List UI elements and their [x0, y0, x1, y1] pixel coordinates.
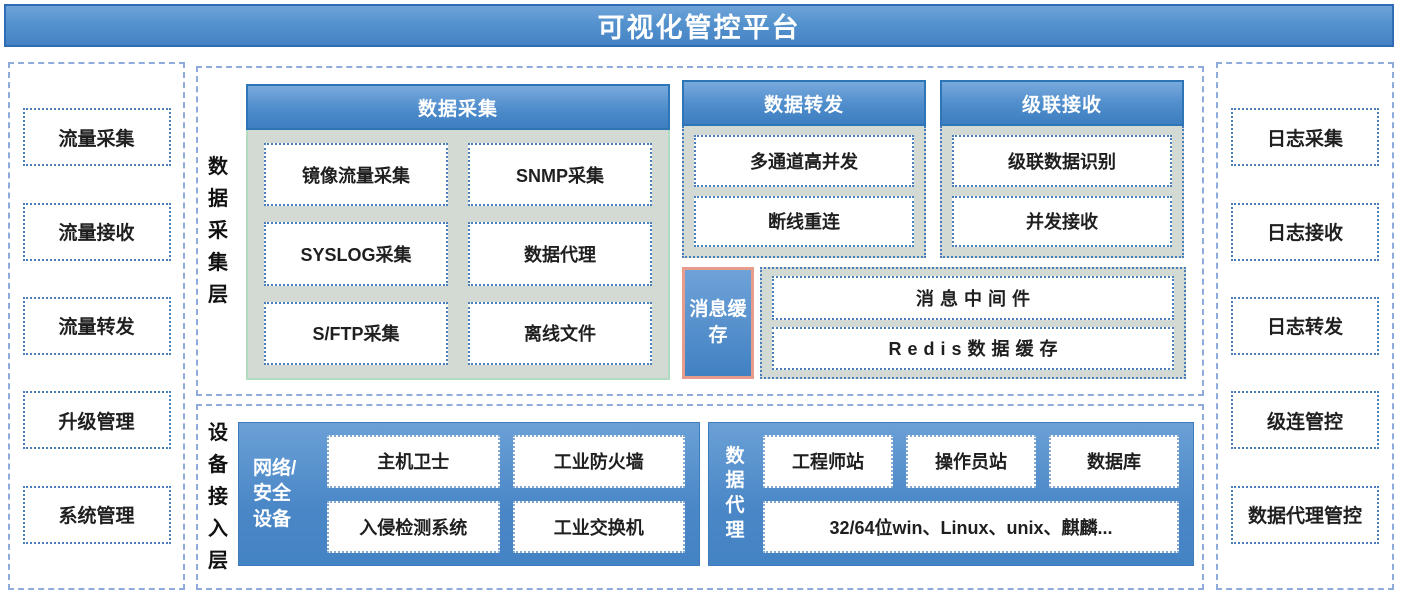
platform-title-banner: 可视化管控平台: [4, 4, 1394, 47]
forward-item-reconnect: 断线重连: [694, 195, 914, 247]
platform-title: 可视化管控平台: [597, 13, 801, 43]
data-agent-label: 数据代理: [725, 445, 745, 541]
collect-item-snmp: SNMP采集: [468, 143, 652, 207]
left-item-traffic-collect: 流量采集: [22, 108, 171, 167]
right-function-column: 日志采集 日志接收 日志转发 级连管控 数据代理管控: [1216, 62, 1394, 590]
device-intrusion-detection: 入侵检测系统: [327, 500, 500, 553]
forward-item-multichannel: 多通道高并发: [694, 135, 914, 187]
cascade-receive-group: 级联接收 级联数据识别 并发接收: [940, 80, 1184, 258]
cascade-receive-header: 级联接收: [940, 80, 1184, 126]
network-security-grid: 主机卫士 工业防火墙 入侵检测系统 工业交换机: [327, 435, 685, 553]
device-host-guard: 主机卫士: [327, 435, 500, 488]
agent-database: 数据库: [1049, 435, 1179, 488]
cache-item-middleware: 消息中间件: [772, 276, 1174, 320]
data-collect-group: 数据采集 镜像流量采集 SNMP采集 SYSLOG采集 数据代理 S/FTP采集…: [246, 84, 670, 380]
message-cache-body: 消息中间件 Redis数据缓存: [760, 267, 1186, 379]
data-forward-group: 数据转发 多通道高并发 断线重连: [682, 80, 926, 258]
left-item-traffic-receive: 流量接收: [22, 202, 171, 261]
agent-os-support: 32/64位win、Linux、unix、麒麟...: [763, 500, 1179, 553]
cascade-item-data-identify: 级联数据识别: [952, 135, 1172, 187]
network-security-panel: 网络/ 安全 设备 主机卫士 工业防火墙 入侵检测系统 工业交换机: [238, 422, 700, 566]
right-item-agent-control: 数据代理管控: [1231, 485, 1379, 544]
collect-item-mirror-traffic: 镜像流量采集: [264, 143, 448, 207]
left-function-column: 流量采集 流量接收 流量转发 升级管理 系统管理: [8, 62, 185, 590]
collect-item-syslog: SYSLOG采集: [264, 222, 448, 286]
left-item-system-manage: 系统管理: [22, 485, 171, 544]
right-item-log-receive: 日志接收: [1231, 202, 1379, 261]
data-agent-grid: 工程师站 操作员站 数据库 32/64位win、Linux、unix、麒麟...: [763, 435, 1179, 553]
left-item-traffic-forward: 流量转发: [22, 296, 171, 355]
agent-engineer-station: 工程师站: [763, 435, 893, 488]
data-forward-header: 数据转发: [682, 80, 926, 126]
message-cache-label-box: 消息缓存: [682, 267, 754, 379]
device-industrial-firewall: 工业防火墙: [512, 435, 685, 488]
agent-operator-station: 操作员站: [906, 435, 1036, 488]
collection-layer-label: 数据采集层: [208, 156, 228, 306]
right-item-log-collect: 日志采集: [1231, 108, 1379, 167]
data-collect-header: 数据采集: [246, 84, 670, 130]
access-layer-label: 设备接入层: [208, 422, 228, 572]
right-item-cascade-control: 级连管控: [1231, 391, 1379, 450]
right-item-log-forward: 日志转发: [1231, 296, 1379, 355]
cascade-receive-body: 级联数据识别 并发接收: [940, 126, 1184, 258]
data-collection-layer-section: 数据采集层 数据采集 镜像流量采集 SNMP采集 SYSLOG采集 数据代理 S…: [196, 66, 1204, 396]
data-forward-body: 多通道高并发 断线重连: [682, 126, 926, 258]
data-agent-panel: 数据代理 工程师站 操作员站 数据库 32/64位win、Linux、unix、…: [708, 422, 1194, 566]
collect-item-sftp: S/FTP采集: [264, 301, 448, 365]
data-collect-body: 镜像流量采集 SNMP采集 SYSLOG采集 数据代理 S/FTP采集 离线文件: [246, 130, 670, 380]
left-item-upgrade-manage: 升级管理: [22, 391, 171, 450]
network-security-label: 网络/ 安全 设备: [253, 457, 297, 530]
device-industrial-switch: 工业交换机: [512, 500, 685, 553]
collect-item-data-agent: 数据代理: [468, 222, 652, 286]
collect-item-offline-file: 离线文件: [468, 301, 652, 365]
cache-item-redis: Redis数据缓存: [772, 326, 1174, 370]
cascade-item-concurrent-receive: 并发接收: [952, 195, 1172, 247]
device-access-layer-section: 设备接入层 网络/ 安全 设备 主机卫士 工业防火墙 入侵检测系统 工业交换机 …: [196, 404, 1204, 590]
